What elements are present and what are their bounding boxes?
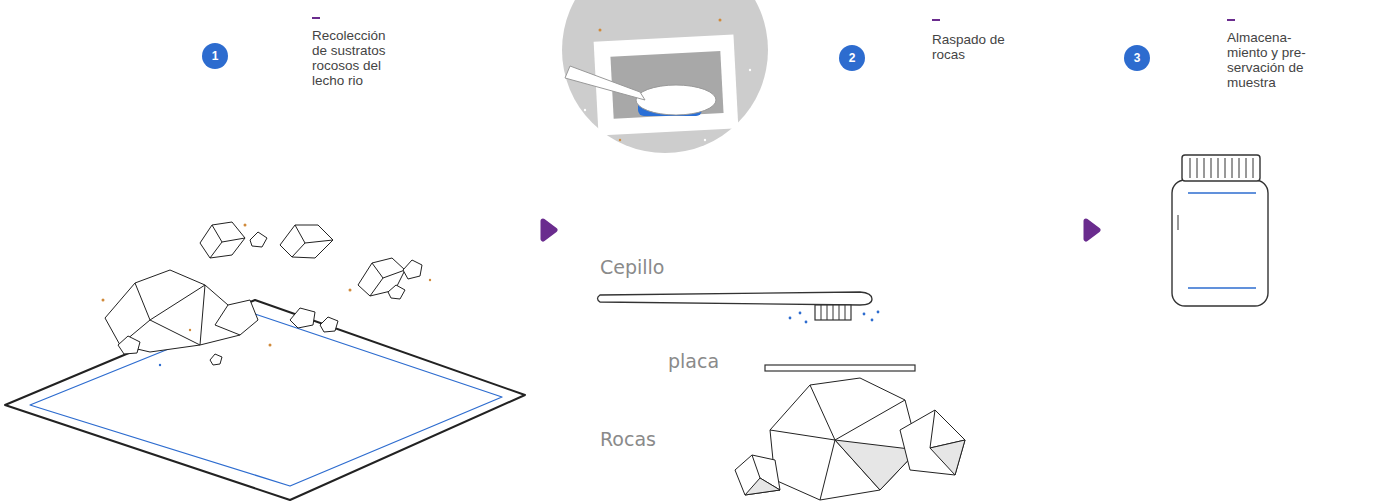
particle-dot [749,69,751,71]
rock-facet [120,285,205,345]
step-number: 3 [1124,45,1150,71]
particle-dot [863,313,866,316]
part-label: placa [668,350,719,372]
rock [900,410,965,475]
rock [403,260,422,279]
brush-handle [565,66,645,100]
plate [765,365,915,371]
particle-dot [704,139,706,141]
particle-dot [599,29,602,32]
accent-dash [932,19,940,21]
sediment-dot [429,279,431,281]
sediment-dot [159,364,161,366]
rock-facet [215,305,240,335]
step-number-circle: 1Recolección de sustratos rocosos del le… [202,43,228,69]
step-description: Raspado de rocas [932,32,1022,62]
step-number-circle: 3Almacena- miento y pre- servación de mu… [1124,45,1150,71]
rock-facet [212,225,245,242]
sediment-dot [189,329,191,331]
rock-shade [745,478,780,495]
sediment-dot [244,224,247,227]
flow-chevron [543,221,555,239]
bristle-lines [821,305,845,320]
sediment-dot [349,289,352,292]
flow-chevron [1086,221,1098,239]
particle-dot [584,109,586,111]
accent-dash [1227,19,1235,21]
tray-inner-line [30,314,502,486]
step-number: 2 [839,45,865,71]
rock-facet [210,242,222,258]
rock [118,336,140,354]
step-description: Recolección de sustratos rocosos del lec… [312,28,402,88]
rock-facet [370,278,383,296]
bottle-highlight [1178,215,1179,230]
toothbrush [598,292,873,305]
particle-dot [805,321,808,324]
accent-dash [312,17,320,19]
particle-dot [619,139,621,141]
rock [388,285,405,299]
bottle-cap [1182,155,1260,181]
particle-dot [719,19,722,22]
rock [290,308,315,328]
part-label: Cepillo [600,256,664,278]
rock [735,455,780,495]
bottle-band [1188,192,1256,193]
rock [210,354,222,365]
detail-circle [562,0,768,153]
slide-sample [610,51,723,119]
tray-outline [5,300,525,500]
step-number: 1 [202,43,228,69]
toothbrush-bristles [815,305,851,320]
bottle-body [1172,180,1268,306]
particle-dot [789,317,792,320]
sediment-dot [102,299,105,302]
part-label: Rocas [600,428,656,450]
rock-facet [372,263,405,278]
step-description: Almacena- miento y pre- servación de mue… [1227,30,1323,90]
cap-ridges [1190,158,1253,178]
step-number-circle: 2Raspado de rocas [839,45,865,71]
particle-dot [877,311,880,314]
bottle-band [1188,287,1256,288]
rock-shade [930,440,965,475]
rock-facet [295,225,333,243]
rock-facet [810,385,905,440]
rock [200,222,245,258]
brush-head [636,85,716,115]
particle-dot [871,319,874,322]
rock-facet [820,440,835,500]
rock [250,232,267,247]
sediment-dot [269,344,272,347]
rock-facet [292,243,305,257]
rock-facet [135,283,205,320]
rock [320,317,338,332]
rock [280,225,333,258]
rock [770,378,918,500]
particle-dot [799,312,802,315]
